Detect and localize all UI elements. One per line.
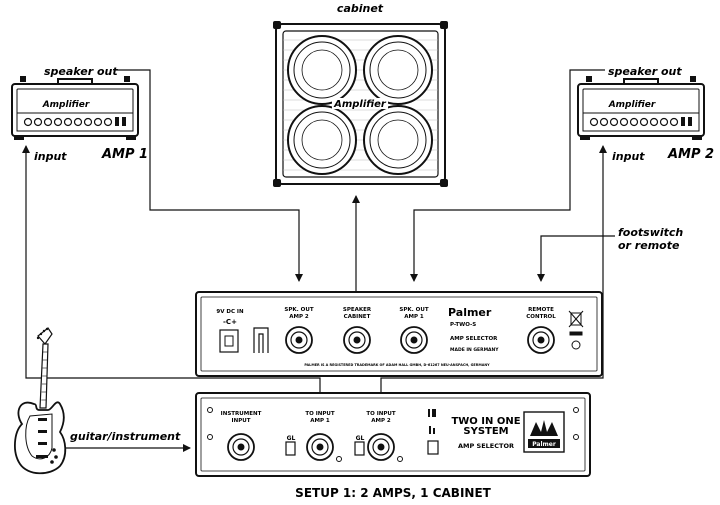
cabinet-label: cabinet [337, 2, 384, 15]
to-input-amp2-sub: AMP 2 [371, 418, 391, 424]
speaker-out-label-2: speaker out [608, 65, 682, 78]
amp-head-2: Amplifier [577, 76, 705, 140]
amp-selector-front-panel: INSTRUMENT INPUT TO INPUT AMP 1 GL TO IN… [195, 392, 591, 477]
gl-switch-label: GL [356, 435, 365, 442]
gl-switch-label: GL [287, 435, 296, 442]
channel-switch[interactable] [427, 440, 439, 455]
speaker-cone-icon [287, 105, 357, 175]
palm-icon [530, 420, 558, 436]
to-input-amp1-label: TO INPUT [305, 411, 334, 417]
palmer-logo: Palmer [523, 411, 565, 453]
jack-icon [527, 326, 555, 354]
front-title-line2: SYSTEM [463, 426, 508, 437]
jack-icon [400, 326, 428, 354]
amp-selector-label: AMP SELECTOR [450, 336, 498, 342]
footswitch-label: footswitch [618, 226, 683, 239]
made-in-label: MADE IN GERMANY [450, 347, 499, 353]
amp-badge: Amplifier [608, 100, 656, 110]
spk-out-amp1-sub: AMP 1 [404, 314, 424, 320]
amp2-label: AMP 2 [667, 147, 714, 162]
speaker-cabinet-label: SPEAKER [343, 307, 372, 313]
speaker-cabinet-sub: CABINET [344, 314, 371, 320]
cabinet-badge: Amplifier [333, 99, 387, 110]
speaker-out-label-1: speaker out [44, 65, 118, 78]
to-input-amp1-sub: AMP 1 [310, 418, 330, 424]
svg-text:-C+: -C+ [223, 318, 237, 326]
jack-icon [285, 326, 313, 354]
speaker-cabinet: Amplifier [273, 21, 448, 187]
model-label: P-TWO-S [450, 322, 476, 328]
amp1-label: AMP 1 [101, 147, 148, 162]
amp-selector-rear-panel: 9V DC IN -C+ SPK. OUT AMP 2 SPEAKER CABI… [195, 291, 603, 377]
cable-clip-icon [253, 327, 269, 353]
spk-out-amp2-label: SPK. OUT [284, 307, 313, 313]
instrument-input-label: INSTRUMENT [221, 411, 262, 417]
electric-guitar-icon [14, 327, 67, 475]
instrument-input-sub: INPUT [232, 418, 251, 424]
spk-out-amp1-label: SPK. OUT [399, 307, 428, 313]
input-label-1: input [34, 150, 67, 163]
remote-control-sub: CONTROL [526, 314, 556, 320]
fine-print: PALMER IS A REGISTERED TRADEMARK OF ADAM… [304, 363, 490, 367]
spk-out-amp2-sub: AMP 2 [289, 314, 309, 320]
or-remote-label: or remote [618, 239, 680, 252]
guitar-label: guitar/instrument [70, 430, 181, 443]
cable-amp1-speaker-out [114, 69, 303, 282]
jack-icon [306, 433, 334, 461]
ground-lift-switch-2[interactable] [354, 441, 365, 456]
brand-label: Palmer [448, 306, 492, 319]
amp-badge: Amplifier [42, 100, 90, 110]
front-title-line1: TWO IN ONE [451, 416, 520, 427]
weee-bin-icon [568, 310, 584, 350]
amp-head-1: Amplifier [11, 76, 139, 140]
cable-front-to-amp1 [22, 145, 321, 392]
cable-front-to-amp2 [380, 145, 607, 392]
jack-icon [227, 433, 255, 461]
dc-in-label: 9V DC IN [216, 309, 244, 315]
speaker-cone-icon [287, 35, 357, 105]
ground-lift-switch-1[interactable] [285, 441, 296, 456]
cable-footswitch [537, 235, 615, 282]
input-label-2: input [612, 150, 645, 163]
remote-control-label: REMOTE [528, 307, 554, 313]
cables [22, 69, 615, 452]
jack-icon [367, 433, 395, 461]
jack-icon [343, 326, 371, 354]
channel-switch-icon [428, 409, 436, 434]
to-input-amp2-label: TO INPUT [366, 411, 395, 417]
cable-amp2-speaker-out [410, 69, 605, 282]
speaker-cone-icon [363, 35, 433, 105]
front-subtitle: AMP SELECTOR [458, 442, 514, 450]
setup-caption: SETUP 1: 2 AMPS, 1 CABINET [295, 486, 491, 500]
speaker-cone-icon [363, 105, 433, 175]
logo-text: Palmer [532, 441, 556, 448]
